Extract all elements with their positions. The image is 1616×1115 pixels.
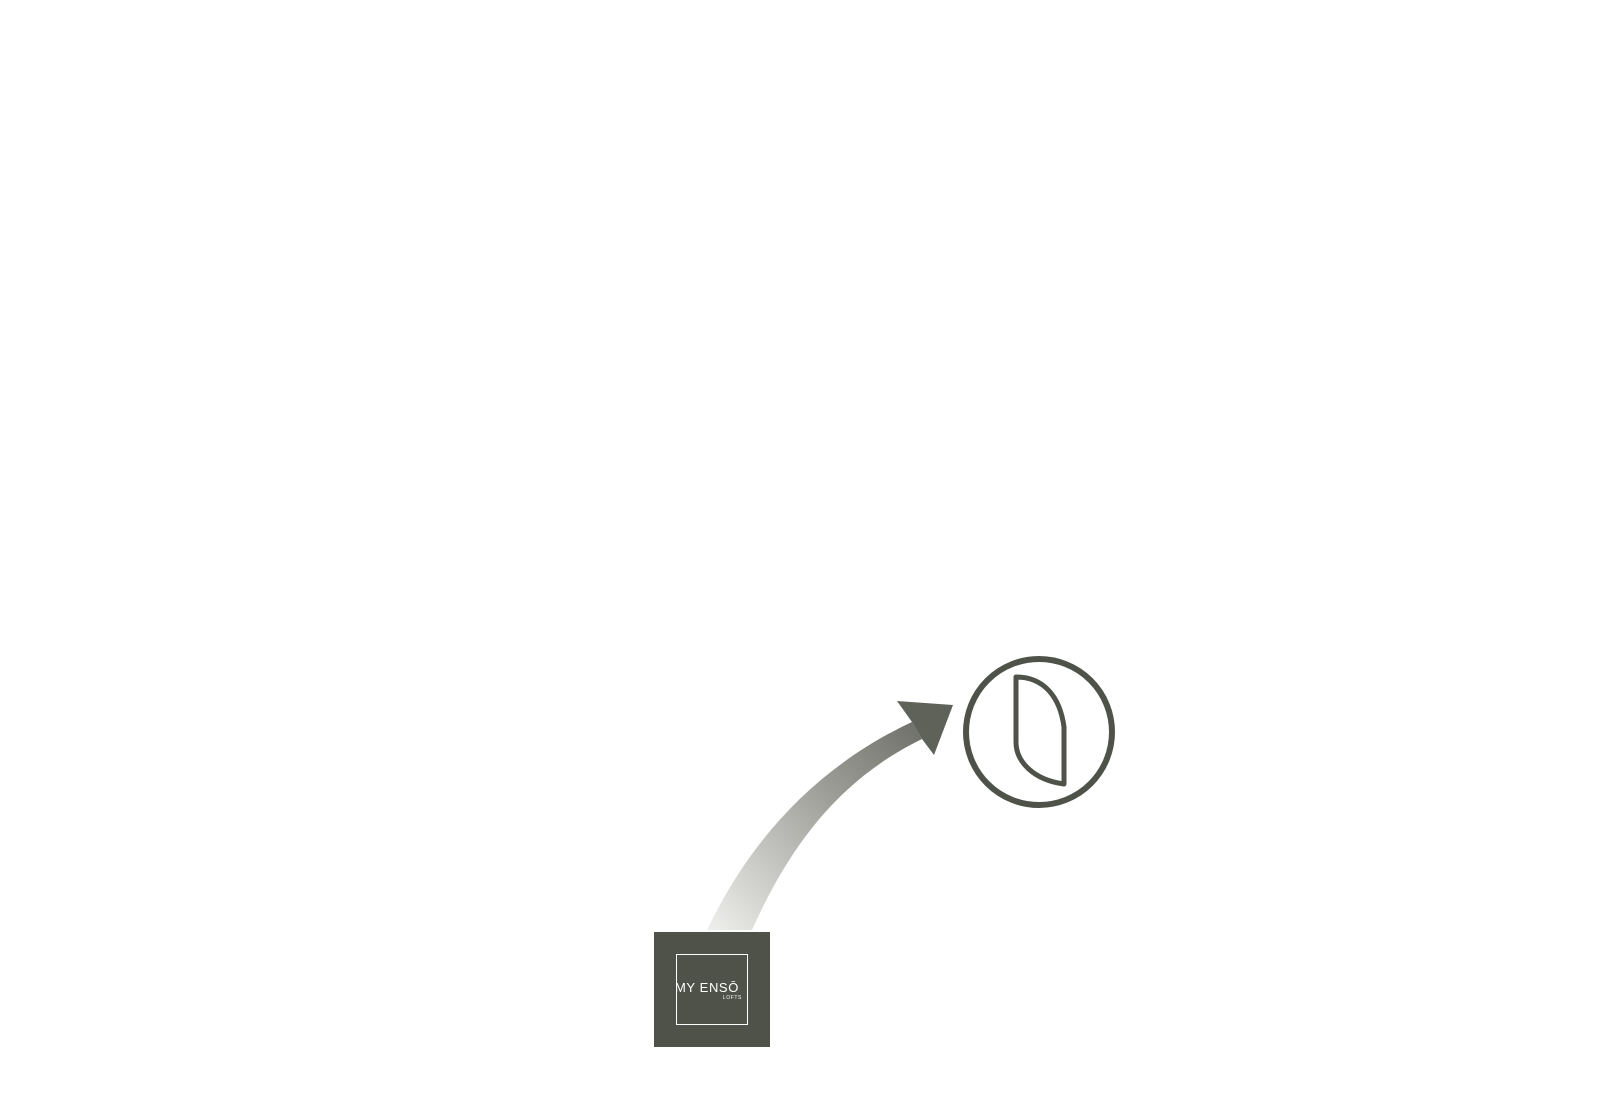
circle-leaf-logo-icon (963, 656, 1115, 808)
curved-arrow-icon (707, 701, 953, 930)
arrow-head (897, 701, 953, 755)
logo-frame (676, 954, 748, 1025)
logo-circle (963, 656, 1115, 808)
my-enso-lofts-logo: MY ENSŌ LOFTS (654, 932, 770, 1047)
arrow-shaft (707, 722, 922, 930)
brand-name: MY ENSŌ (675, 980, 739, 995)
brand-subtitle: LOFTS (722, 995, 742, 1001)
logo-leaf (1013, 674, 1067, 787)
